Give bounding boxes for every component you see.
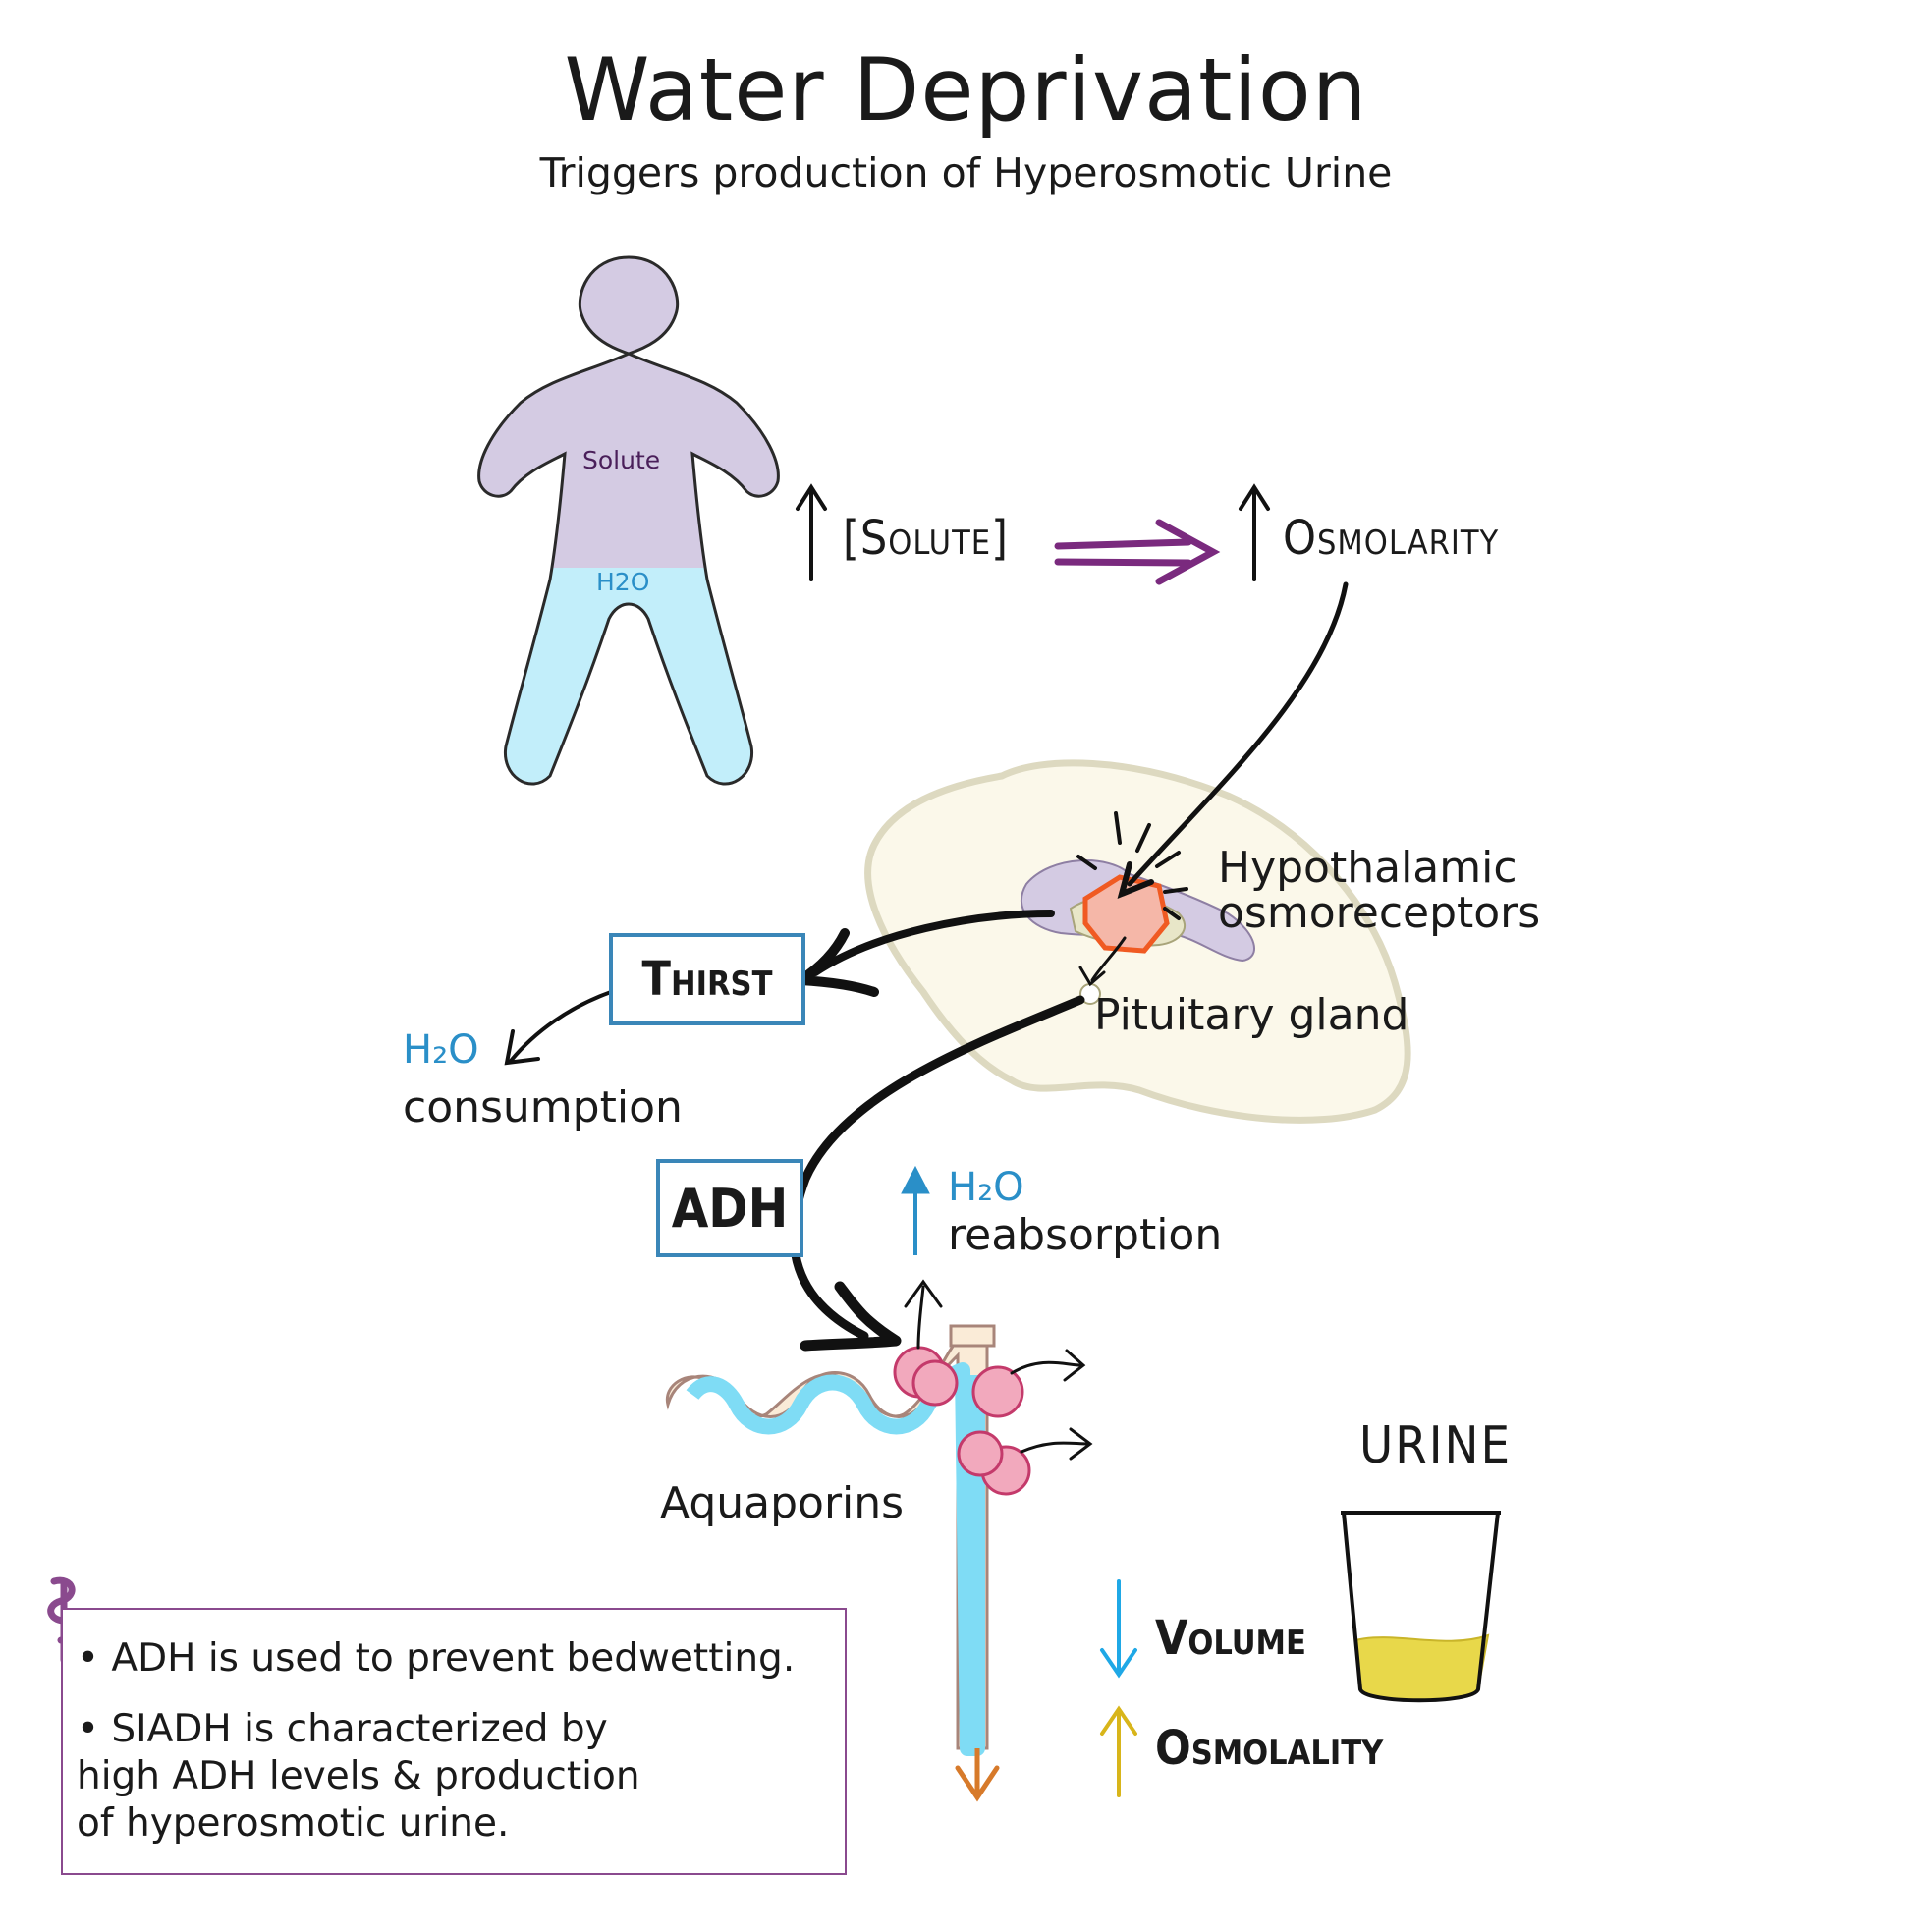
osmolality-label: Osmolality	[1155, 1721, 1384, 1776]
aquaporin-channels	[893, 1346, 1031, 1496]
water-exit-arrows	[904, 1279, 1093, 1461]
note-line-2: • SIADH is characterized by	[77, 1707, 608, 1751]
hypothalamus-to-pituitary-arrow	[1078, 936, 1127, 987]
urine-cup	[1341, 1511, 1501, 1703]
note-line-1: • ADH is used to prevent bedwetting.	[77, 1636, 796, 1681]
note-line-4: of hyperosmotic urine.	[77, 1801, 510, 1846]
pituitary-to-tubule-arrow	[789, 995, 1085, 1352]
reabsorption-h2o-label: H₂O	[948, 1165, 1024, 1210]
volume-down-arrow	[1100, 1579, 1137, 1679]
consumption-h2o-label: H₂O	[403, 1027, 479, 1073]
note-line-3: high ADH levels & production	[77, 1754, 640, 1798]
osmolality-up-arrow	[1100, 1705, 1137, 1797]
solute-body-label: Solute	[582, 446, 661, 474]
reabsorption-label: reabsorption	[948, 1210, 1223, 1260]
adh-label: ADH	[671, 1177, 789, 1240]
thirst-box: Thirst	[609, 933, 805, 1025]
thirst-to-consumption-arrow	[504, 990, 613, 1066]
page-subtitle: Triggers production of Hyperosmotic Urin…	[539, 149, 1393, 196]
page-title: Water Deprivation	[564, 39, 1368, 140]
pituitary-label: Pituitary gland	[1094, 990, 1409, 1040]
hypothalamic-label-line2: osmoreceptors	[1218, 888, 1541, 938]
osmolarity-to-hypothalamus-arrow	[1117, 581, 1349, 900]
adh-box: ADH	[656, 1159, 803, 1257]
osmolarity-label: Osmolarity	[1283, 511, 1500, 566]
volume-label: Volume	[1155, 1611, 1306, 1666]
clinical-note-box: • ADH is used to prevent bedwetting. • S…	[61, 1608, 847, 1875]
aquaporins-label: Aquaporins	[660, 1478, 905, 1528]
reabsorption-up-arrow	[901, 1165, 930, 1255]
solute-region	[478, 257, 779, 568]
purple-double-arrow	[1054, 519, 1221, 585]
human-body-figure	[477, 255, 780, 786]
water-region	[478, 568, 779, 785]
solute-concentration-label: [Solute]	[843, 511, 1009, 566]
consumption-label: consumption	[403, 1082, 683, 1132]
urine-title: URINE	[1359, 1416, 1513, 1475]
hypothalamus-illustration	[1021, 811, 1255, 1005]
hypothalamic-label-line1: Hypothalamic	[1218, 843, 1518, 893]
water-body-label: H2O	[596, 568, 650, 596]
thirst-label: Thirst	[641, 952, 773, 1007]
